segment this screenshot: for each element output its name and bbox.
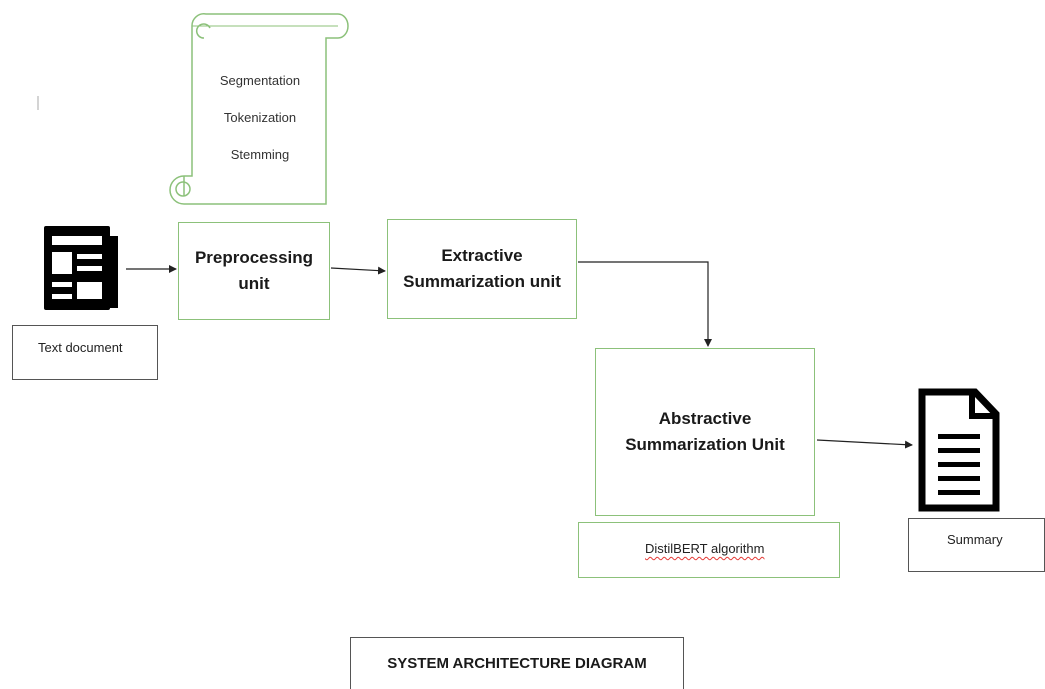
- document-icon: [918, 388, 1000, 512]
- arrow-preprocessing-to-extractive: [330, 266, 386, 275]
- scroll-item-segmentation: Segmentation: [219, 73, 301, 88]
- arrow-extractive-to-abstractive: [578, 261, 712, 347]
- diagram-caption: SYSTEM ARCHITECTURE DIAGRAM: [387, 655, 647, 672]
- distilbert-label-box: DistilBERT algorithm: [578, 522, 840, 578]
- summary-label: Summary: [947, 532, 1003, 547]
- scroll-item-stemming: Stemming: [230, 147, 290, 162]
- extractive-summarization-box: Extractive Summarization unit: [387, 219, 577, 319]
- distilbert-label: DistilBERT algorithm: [645, 541, 765, 556]
- text-document-label: Text document: [38, 340, 123, 355]
- arrow-abstractive-to-summary: [816, 439, 913, 449]
- abstractive-summarization-box: Abstractive Summarization Unit: [595, 348, 815, 516]
- text-document-label-box: Text document: [12, 325, 158, 380]
- newspaper-icon: [44, 226, 118, 310]
- preprocessing-unit-box: Preprocessing unit: [178, 222, 330, 320]
- scroll-item-tokenization: Tokenization: [223, 110, 297, 125]
- diagram-caption-box: SYSTEM ARCHITECTURE DIAGRAM: [350, 637, 684, 689]
- scroll-text-list: Segmentation Tokenization Stemming: [200, 62, 320, 173]
- scroll-shape: [169, 13, 349, 205]
- summary-label-box: Summary: [908, 518, 1045, 572]
